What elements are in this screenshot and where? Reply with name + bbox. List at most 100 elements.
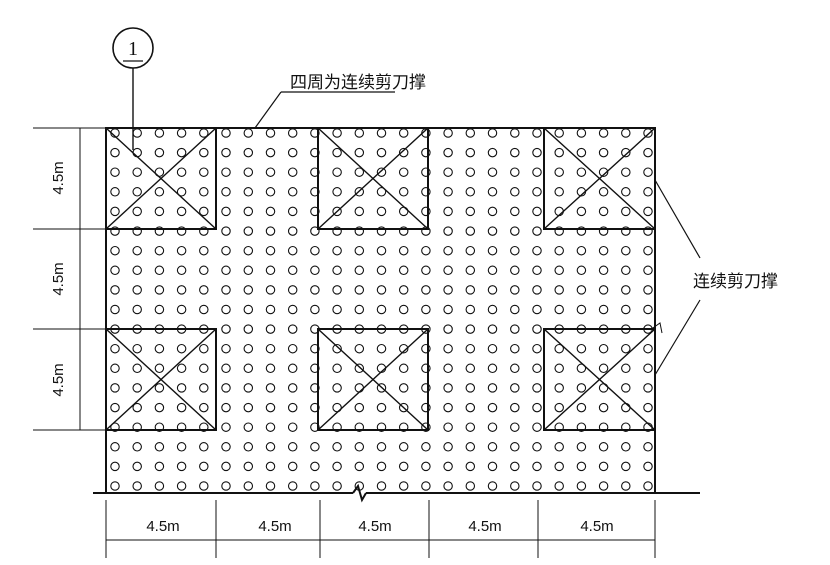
pole-circle [154, 481, 165, 491]
pole-circle [132, 187, 142, 197]
pole-circle [243, 206, 254, 217]
pole-circle [265, 363, 276, 374]
pole-circle [598, 226, 609, 236]
pole-circle [199, 422, 209, 432]
pole-circle [265, 265, 276, 276]
pole-circle [598, 245, 609, 256]
pole-circle [199, 363, 209, 374]
pole-circle [576, 128, 587, 138]
pole-circle [621, 343, 631, 354]
pole-circle [398, 304, 409, 315]
pole-circle [332, 363, 342, 374]
pole-circle [221, 206, 231, 217]
pole-circle [154, 147, 165, 158]
pole-circle [576, 402, 587, 413]
pole-circle [621, 128, 631, 138]
pole-circle [110, 187, 120, 197]
pole-circle [598, 147, 609, 158]
pole-circle [154, 363, 165, 374]
cross-brace-set [105, 127, 656, 431]
pole-circle [465, 481, 476, 491]
pole-circle [487, 285, 498, 295]
pole-circle [376, 187, 387, 197]
pole-circle [465, 285, 476, 295]
pole-circle [243, 402, 254, 413]
pole-circle [110, 206, 120, 217]
pole-circle [310, 461, 320, 472]
pole-circle [310, 343, 320, 354]
pole-circle [487, 304, 498, 315]
pole-circle [443, 265, 453, 276]
pole-circle [132, 343, 142, 354]
pole-circle [332, 245, 342, 256]
pole-circle [243, 187, 254, 197]
pole-circle [554, 285, 564, 295]
pole-circle [643, 187, 653, 197]
pole-circle [110, 422, 120, 432]
pole-circle [243, 285, 254, 295]
pole-circle [443, 324, 453, 334]
pole-circle [643, 285, 653, 295]
pole-circle [510, 442, 520, 452]
pole-circle [621, 187, 631, 197]
pole-circle [398, 187, 409, 197]
pole-circle [598, 285, 609, 295]
perimeter-bracing [93, 127, 700, 503]
pole-circle [598, 442, 609, 452]
pole-circle [287, 226, 298, 236]
pole-circle [310, 363, 320, 374]
pole-circle [598, 187, 609, 197]
pole-circle [510, 461, 520, 472]
brace-frame [105, 127, 217, 230]
pole-circle [154, 226, 165, 236]
pole-circle [243, 245, 254, 256]
pole-circle [221, 343, 231, 354]
pole-circle [465, 422, 476, 432]
pole-circle [154, 187, 165, 197]
pole-circle [465, 245, 476, 256]
pole-circle [443, 147, 453, 158]
pole-circle [110, 265, 120, 276]
pole-circle [554, 363, 564, 374]
pole-circle [199, 206, 209, 217]
pole-circle [332, 422, 342, 432]
pole-circle [643, 167, 653, 177]
brace-frame [317, 328, 429, 431]
pole-circle [154, 304, 165, 315]
pole-circle [532, 422, 542, 432]
pole-circle [176, 265, 187, 276]
pole-circle [643, 245, 653, 256]
pole-circle [421, 461, 431, 472]
pole-circle [354, 422, 365, 432]
pole-circle [487, 442, 498, 452]
pole-circle [310, 304, 320, 315]
pole-circle [621, 481, 631, 491]
pole-circle [310, 442, 320, 452]
pole-circle [132, 422, 142, 432]
top-callout-text: 四周为连续剪刀撑 [290, 73, 426, 93]
pole-circle [154, 206, 165, 217]
pole-circle [132, 167, 142, 177]
pole-circle [243, 324, 254, 334]
pole-circle [554, 128, 564, 138]
pole-circle [243, 265, 254, 276]
pole-circle [243, 304, 254, 315]
pole-circle [621, 167, 631, 177]
pole-circle [576, 461, 587, 472]
pole-circle [176, 383, 187, 393]
pole-circle [376, 285, 387, 295]
pole-circle [332, 167, 342, 177]
pole-circle [221, 461, 231, 472]
pole-circle [510, 245, 520, 256]
pole-circle [243, 442, 254, 452]
pole-circle [265, 128, 276, 138]
pole-circle [265, 442, 276, 452]
left-dimension-chain [33, 127, 106, 431]
pole-circle [510, 187, 520, 197]
pole-circle [154, 343, 165, 354]
pole-circle [421, 187, 431, 197]
pole-circle [465, 363, 476, 374]
pole-circle [554, 265, 564, 276]
pole-circle [598, 304, 609, 315]
pole-circle [176, 442, 187, 452]
